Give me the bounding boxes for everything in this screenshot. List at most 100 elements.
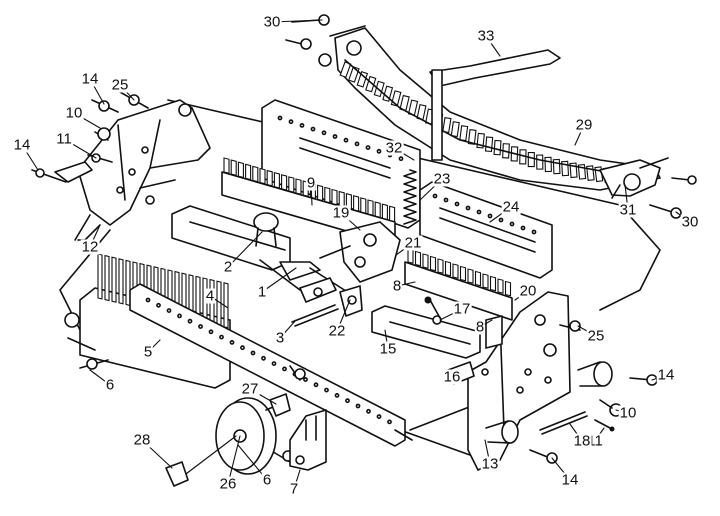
plate-hole — [365, 145, 371, 151]
comb-tooth — [459, 265, 467, 282]
plate-hole — [398, 156, 404, 162]
slide-15 — [371, 296, 481, 359]
shaft-hole — [229, 339, 235, 345]
shaft-hole — [324, 387, 329, 393]
callout-number: 15 — [378, 340, 398, 358]
right-plate-24 — [419, 181, 553, 279]
swing-tooth — [382, 85, 394, 102]
callout-number: 28 — [132, 431, 152, 449]
swing-tooth — [527, 151, 535, 168]
shaft-hole — [240, 345, 245, 351]
comb-tooth — [437, 258, 444, 274]
plate-hole — [354, 141, 360, 147]
comb-tooth — [414, 250, 422, 267]
bracket-7 — [289, 409, 327, 471]
comb-tooth — [467, 268, 474, 284]
callout-number: 32 — [384, 139, 404, 157]
left-screws — [31, 91, 149, 183]
comb-tooth — [125, 259, 131, 307]
comb-tooth — [230, 159, 237, 177]
swing-tooth — [544, 156, 552, 173]
callout-number: 26 — [218, 475, 238, 493]
plate-hole — [343, 137, 349, 143]
callout-number: 9 — [305, 174, 317, 192]
callout-number: 17 — [452, 300, 472, 318]
callout-number: 2 — [222, 258, 234, 276]
swing-tooth — [536, 154, 544, 170]
comb-tooth — [237, 161, 244, 179]
callout-number: 10 — [618, 404, 638, 422]
callout-number: 24 — [501, 198, 521, 216]
right-comb-teeth — [407, 248, 512, 297]
shaft-hole — [366, 408, 371, 414]
callout-number: 30 — [680, 213, 700, 231]
callout-number: 3 — [274, 329, 286, 347]
callout-number: 13 — [480, 455, 500, 473]
plate-hole — [332, 134, 338, 139]
comb-tooth — [317, 184, 324, 202]
carrier-assembly — [171, 205, 321, 291]
shaft-hole — [145, 297, 151, 303]
callout-number: 14 — [12, 136, 32, 154]
plate-hole — [509, 221, 515, 227]
shaft-hole — [187, 318, 193, 324]
shaft-hole — [250, 350, 256, 356]
plate-hole — [498, 217, 504, 223]
comb-tooth — [111, 256, 117, 303]
right-plate-holes — [432, 193, 537, 235]
plate-hole — [432, 193, 438, 199]
plate-hole — [443, 197, 449, 203]
callout-number: 21 — [403, 234, 423, 252]
shaft-hole — [355, 403, 361, 409]
comb-tooth — [381, 203, 388, 221]
comb-tooth — [281, 174, 288, 191]
comb-tooth — [331, 188, 338, 206]
comb-tooth — [452, 263, 459, 279]
shaft-hole — [376, 414, 382, 420]
comb-tooth — [118, 258, 124, 305]
comb-tooth — [360, 197, 367, 214]
shaft-hole — [334, 392, 340, 398]
shaft-hole — [177, 313, 182, 319]
comb-tooth — [429, 255, 437, 272]
comb-tooth — [295, 178, 302, 195]
callout-number: 18 — [572, 432, 592, 450]
comb-tooth — [216, 280, 222, 327]
shaft-hole — [208, 329, 214, 335]
callout-number: 5 — [142, 343, 154, 361]
callout-number: 27 — [240, 380, 260, 398]
knob-assembly — [165, 393, 291, 487]
shaft-hole — [156, 302, 161, 308]
callout-number: 6 — [104, 376, 116, 394]
callout-number: 29 — [574, 116, 594, 134]
callout-number: 7 — [288, 480, 300, 498]
plate-hole — [465, 205, 471, 211]
callout-number: 33 — [476, 27, 496, 45]
shaft-hole — [282, 366, 287, 372]
swing-tooth — [459, 125, 469, 142]
callout-number: 1 — [256, 283, 268, 301]
comb-tooth — [104, 254, 110, 302]
comb-tooth — [288, 176, 295, 193]
shaft-hole — [345, 398, 350, 404]
callout-number: 6 — [261, 471, 273, 489]
callout-number: 4 — [204, 287, 216, 305]
leader-line — [261, 267, 297, 293]
comb-tooth — [444, 260, 452, 277]
comb-tooth — [266, 169, 273, 187]
comb-tooth — [422, 253, 429, 269]
comb-tooth — [489, 275, 497, 292]
comb-tooth — [324, 186, 331, 204]
leader-line — [227, 435, 241, 485]
plate-hole — [310, 126, 316, 132]
callout-number: 11 — [55, 130, 73, 148]
callout-number: 14 — [656, 366, 676, 384]
spring-23 — [403, 169, 417, 225]
callout-number: 8 — [474, 318, 486, 336]
center-linkage — [291, 221, 401, 327]
plate-hole — [299, 123, 305, 128]
leader-line — [227, 231, 263, 268]
comb-tooth — [482, 273, 489, 289]
comb-tooth — [367, 199, 374, 216]
